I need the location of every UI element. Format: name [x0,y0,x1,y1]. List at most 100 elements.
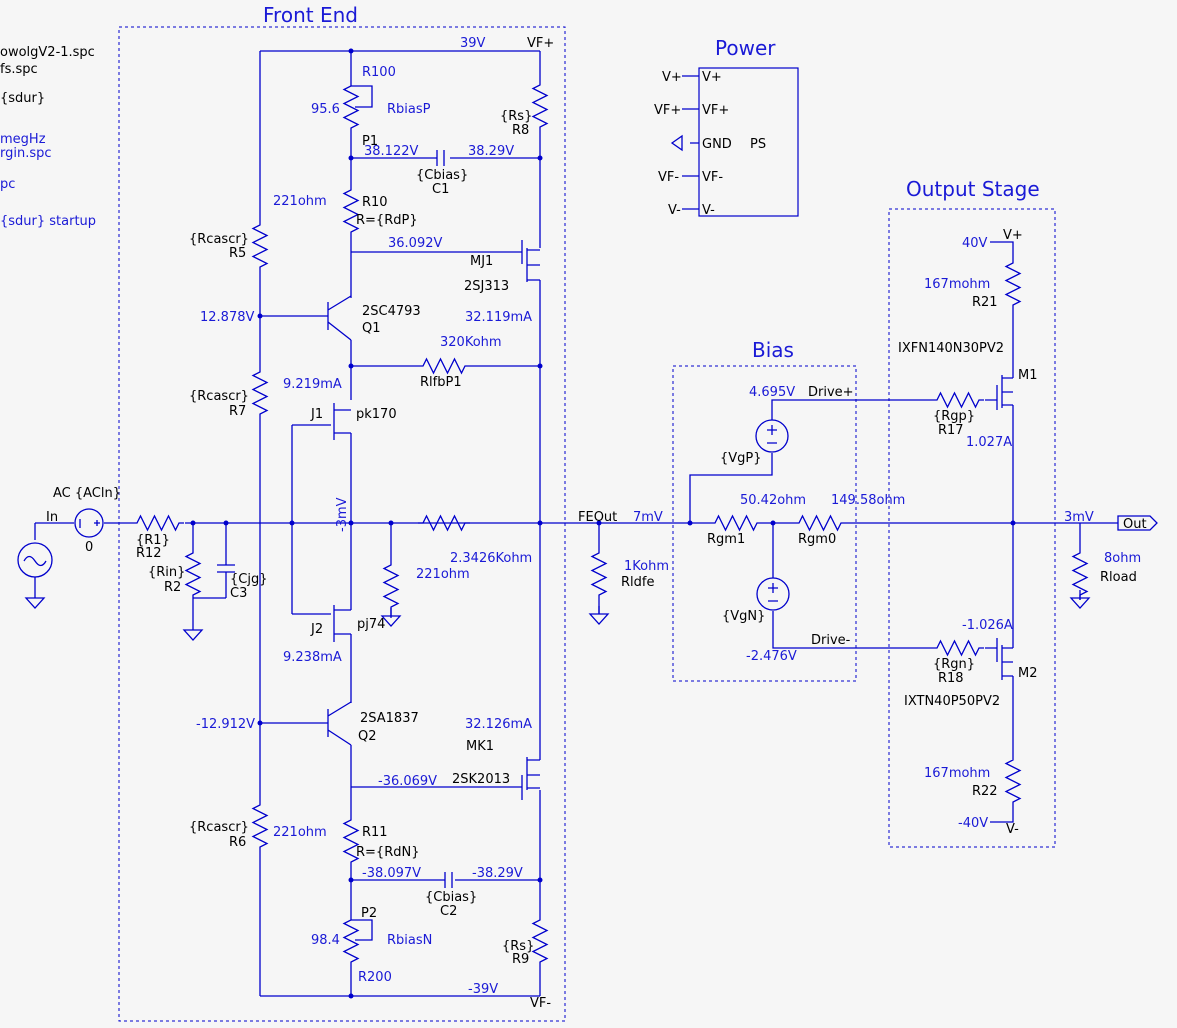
vplus-net: V+ [1003,228,1023,243]
ps-pin-vplus: V+ [702,70,722,85]
resistor-r17[interactable] [931,392,985,408]
resistor-r22[interactable] [1005,754,1021,808]
c3-value: {Cjg} [230,572,267,587]
vminus-net: V- [1006,822,1019,837]
resistor-r9[interactable] [532,914,548,968]
r11-value: 221ohm [273,825,327,840]
resistor-r12[interactable] [131,515,185,531]
ps-ext-vfminus: VF- [658,170,679,185]
i-32119: 32.119mA [465,310,532,325]
directive-6: pc [0,177,15,192]
r200-label: R200 [358,970,392,985]
bias-box [672,365,857,682]
mosfet-mj1[interactable] [521,240,541,285]
j1-name: J1 [310,407,323,422]
rail-top-net: VF+ [527,36,554,51]
rldfe-name: Rldfe [621,575,654,590]
resistor-r8[interactable] [532,79,548,133]
v-minus-40: -40V [958,816,988,831]
mk1-name: MK1 [466,739,494,754]
rbiasp-label: RbiasP [387,102,431,117]
transistor-q2[interactable] [327,701,352,746]
transistor-q1[interactable] [327,295,352,341]
ps-pin-vminus: V- [702,203,715,218]
title-front-end: Front End [263,3,358,27]
r6-value: {Rcascr} [189,820,249,835]
resistor-rlfbp1[interactable] [417,358,471,374]
resistor-r5[interactable] [252,219,268,273]
resistor-r18[interactable] [931,640,985,656]
mosfet-mk1[interactable] [521,745,541,800]
rgm0-name: Rgm0 [798,532,836,547]
out-port-label[interactable]: Out [1123,517,1147,532]
mosfet-m2[interactable] [996,638,1014,685]
vgp-label: {VgP} [720,451,762,466]
feout-net-label: FEOut [578,510,617,525]
bias-wires [689,399,1080,649]
q1-name: Q1 [362,321,381,336]
potentiometer-p2[interactable] [343,914,359,968]
directive-1: owolgV2-1.spc [0,45,95,60]
power-supply-block[interactable] [670,67,799,217]
c1-name: C1 [432,182,449,197]
p1-value: 95.6 [311,102,340,117]
v-36069: -36.069V [378,774,437,789]
r9-name: R9 [512,952,529,967]
r11-name: R11 [362,825,388,840]
ps-pin-vfminus: VF- [702,170,723,185]
resistor-rgm0[interactable] [793,515,847,531]
j2-name: J2 [310,622,323,637]
r11-expr: R={RdN} [356,845,419,860]
rail-bottom-voltage: -39V [468,982,498,997]
r21-value: 167mohm [924,277,990,292]
v-38122: 38.122V [364,144,418,159]
v-mid: -3mV [335,497,350,532]
resistor-221[interactable] [383,559,399,613]
r7-name: R7 [229,404,246,419]
c2-value: {Cbias} [425,890,477,905]
directive-2: fs.spc [0,62,38,77]
rload-name: Rload [1100,570,1137,585]
m2-type: IXTN40P50PV2 [904,694,1000,709]
r100-label: R100 [362,65,396,80]
q2-name: Q2 [358,729,377,744]
q2-type: 2SA1837 [360,711,419,726]
ps-name: PS [750,137,766,152]
resistor-r10[interactable] [343,184,359,238]
p2-value: 98.4 [311,933,340,948]
v-12912: -12.912V [196,717,255,732]
r10-value: 221ohm [273,194,327,209]
v-12878: 12.878V [200,310,254,325]
mj1-name: MJ1 [470,254,493,269]
title-power: Power [715,36,776,60]
mosfet-m1[interactable] [996,370,1014,415]
resistor-r2[interactable] [185,547,201,601]
directive-4: megHz [0,132,46,147]
input-wires [17,508,540,590]
directive-7: {sdur} startup [0,214,96,229]
r221-value: 221ohm [416,567,470,582]
capacitor-c1 [436,150,445,166]
resistor-r6[interactable] [252,799,268,853]
v-2476: -2.476V [746,649,797,664]
input-ground [25,589,45,609]
m1-name: M1 [1018,368,1038,383]
resistor-rgm1[interactable] [709,515,763,531]
ps-ext-vfplus: VF+ [654,103,681,118]
resistor-rldfe[interactable] [591,547,607,601]
v-36092: 36.092V [388,236,442,251]
r2-value: {Rin} [148,565,185,580]
r9-value: {Rs} [502,939,534,954]
rfb-value: 320Kohm [440,335,502,350]
r5-name: R5 [229,246,246,261]
c3-name: C3 [230,586,247,601]
v-3mv: 3mV [1064,510,1094,525]
resistor-r7[interactable] [252,366,268,420]
ac-source-label: AC {ACln} [53,486,121,501]
r6-name: R6 [229,835,246,850]
p1-wiper [351,85,373,108]
rgm1-name: Rgm1 [707,532,745,547]
resistor-r21[interactable] [1005,257,1021,311]
rbiasn-label: RbiasN [387,933,432,948]
